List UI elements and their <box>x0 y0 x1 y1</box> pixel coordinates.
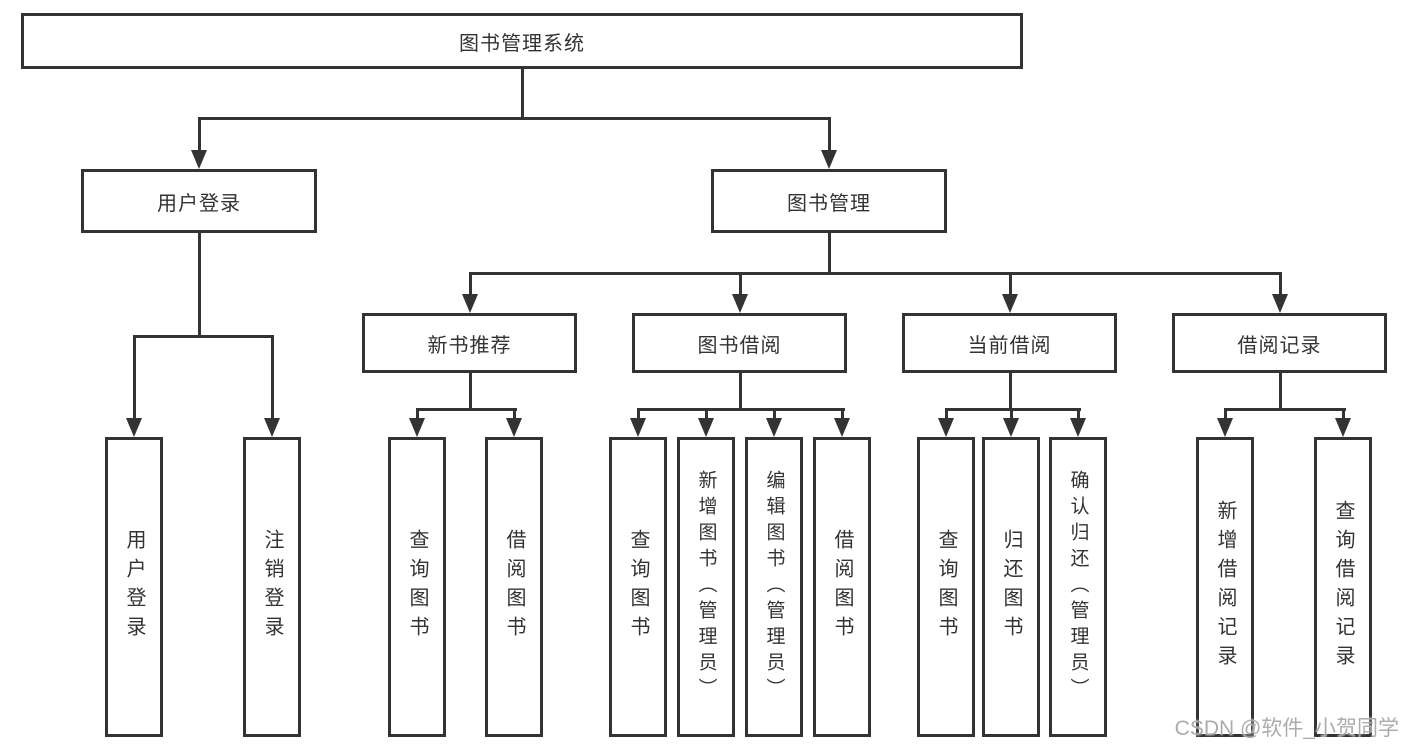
connector-line <box>1224 408 1346 411</box>
node-label: 图书管理 <box>787 192 871 215</box>
connector-line <box>1279 272 1282 296</box>
arrow-down-icon <box>698 418 714 437</box>
connector-line <box>469 272 1282 275</box>
connector-line <box>773 408 776 420</box>
connector-line <box>828 117 831 152</box>
connector-line <box>945 408 1081 411</box>
connector-line <box>133 335 136 420</box>
connector-line <box>416 408 517 411</box>
arrow-down-icon <box>506 418 522 437</box>
connector-line <box>198 117 201 152</box>
connector-line <box>1342 408 1345 420</box>
leaf-borrow-books: 借阅图书 <box>813 437 871 737</box>
connector-line <box>198 233 201 336</box>
leaf-query-books-borrow: 查询图书 <box>609 437 667 737</box>
node-label: 查询图书 <box>627 529 649 645</box>
node-borrow-records: 借阅记录 <box>1172 313 1387 373</box>
connector-line <box>1010 408 1013 420</box>
node-user-login: 用户登录 <box>81 169 317 233</box>
arrow-down-icon <box>1335 418 1351 437</box>
node-label: 查询图书 <box>406 529 428 645</box>
node-label: 注销登录 <box>261 529 283 645</box>
node-label: 用户登录 <box>123 529 145 645</box>
connector-line <box>1224 408 1227 420</box>
connector-line <box>416 408 419 420</box>
node-label: 新书推荐 <box>427 334 512 357</box>
connector-line <box>1077 408 1080 420</box>
arrow-down-icon <box>1002 294 1018 313</box>
node-label: 图书借阅 <box>697 334 782 357</box>
arrow-down-icon <box>409 418 425 437</box>
node-label: 图书管理系统 <box>459 32 585 55</box>
node-current-borrow: 当前借阅 <box>902 313 1117 373</box>
node-label: 借阅图书 <box>503 529 525 645</box>
connector-line <box>705 408 708 420</box>
connector-line <box>521 69 524 118</box>
connector-line <box>133 335 274 338</box>
arrow-down-icon <box>821 150 837 169</box>
connector-line <box>841 408 844 420</box>
node-label: 借阅图书 <box>831 529 853 645</box>
connector-line <box>739 272 742 296</box>
node-label: 当前借阅 <box>967 334 1052 357</box>
arrow-down-icon <box>938 418 954 437</box>
connector-line <box>1279 373 1282 409</box>
connector-line <box>1009 272 1012 296</box>
leaf-query-borrow-record: 查询借阅记录 <box>1314 437 1372 737</box>
arrow-down-icon <box>1272 294 1288 313</box>
node-label: 确认归还（管理员） <box>1067 470 1089 704</box>
connector-line <box>271 335 274 420</box>
node-label: 归还图书 <box>1000 529 1022 645</box>
node-label: 编辑图书（管理员） <box>763 470 785 704</box>
node-book-management: 图书管理 <box>711 169 947 233</box>
connector-line <box>828 233 831 273</box>
leaf-add-borrow-record: 新增借阅记录 <box>1196 437 1254 737</box>
arrow-down-icon <box>1070 418 1086 437</box>
connector-line <box>637 408 640 420</box>
node-label: 查询借阅记录 <box>1332 500 1354 674</box>
arrow-down-icon <box>630 418 646 437</box>
connector-line <box>198 117 831 120</box>
node-label: 用户登录 <box>157 192 241 215</box>
node-label: 查询图书 <box>935 529 957 645</box>
leaf-return-books: 归还图书 <box>982 437 1040 737</box>
watermark: CSDN @软件_小贺同学 <box>1174 717 1399 740</box>
arrow-down-icon <box>264 418 280 437</box>
node-label: 新增图书（管理员） <box>695 470 717 704</box>
arrow-down-icon <box>732 294 748 313</box>
leaf-borrow-books-recommend: 借阅图书 <box>485 437 543 737</box>
arrow-down-icon <box>126 418 142 437</box>
leaf-edit-books-admin: 编辑图书（管理员） <box>745 437 803 737</box>
node-library-management-system: 图书管理系统 <box>21 13 1023 69</box>
arrow-down-icon <box>1217 418 1233 437</box>
connector-line <box>469 373 472 409</box>
connector-line <box>637 408 845 411</box>
leaf-query-books-current: 查询图书 <box>917 437 975 737</box>
node-label: 借阅记录 <box>1237 334 1322 357</box>
node-new-book-recommend: 新书推荐 <box>362 313 577 373</box>
arrow-down-icon <box>834 418 850 437</box>
leaf-user-login: 用户登录 <box>105 437 163 737</box>
arrow-down-icon <box>462 294 478 313</box>
leaf-add-books-admin: 新增图书（管理员） <box>677 437 735 737</box>
leaf-query-books-recommend: 查询图书 <box>388 437 446 737</box>
leaf-confirm-return-admin: 确认归还（管理员） <box>1049 437 1107 737</box>
arrow-down-icon <box>766 418 782 437</box>
connector-line <box>739 373 742 409</box>
arrow-down-icon <box>1003 418 1019 437</box>
connector-line <box>513 408 516 420</box>
connector-line <box>945 408 948 420</box>
node-book-borrow: 图书借阅 <box>632 313 847 373</box>
leaf-logout: 注销登录 <box>243 437 301 737</box>
node-label: 新增借阅记录 <box>1214 500 1236 674</box>
connector-line <box>1009 373 1012 409</box>
connector-line <box>469 272 472 296</box>
arrow-down-icon <box>191 150 207 169</box>
